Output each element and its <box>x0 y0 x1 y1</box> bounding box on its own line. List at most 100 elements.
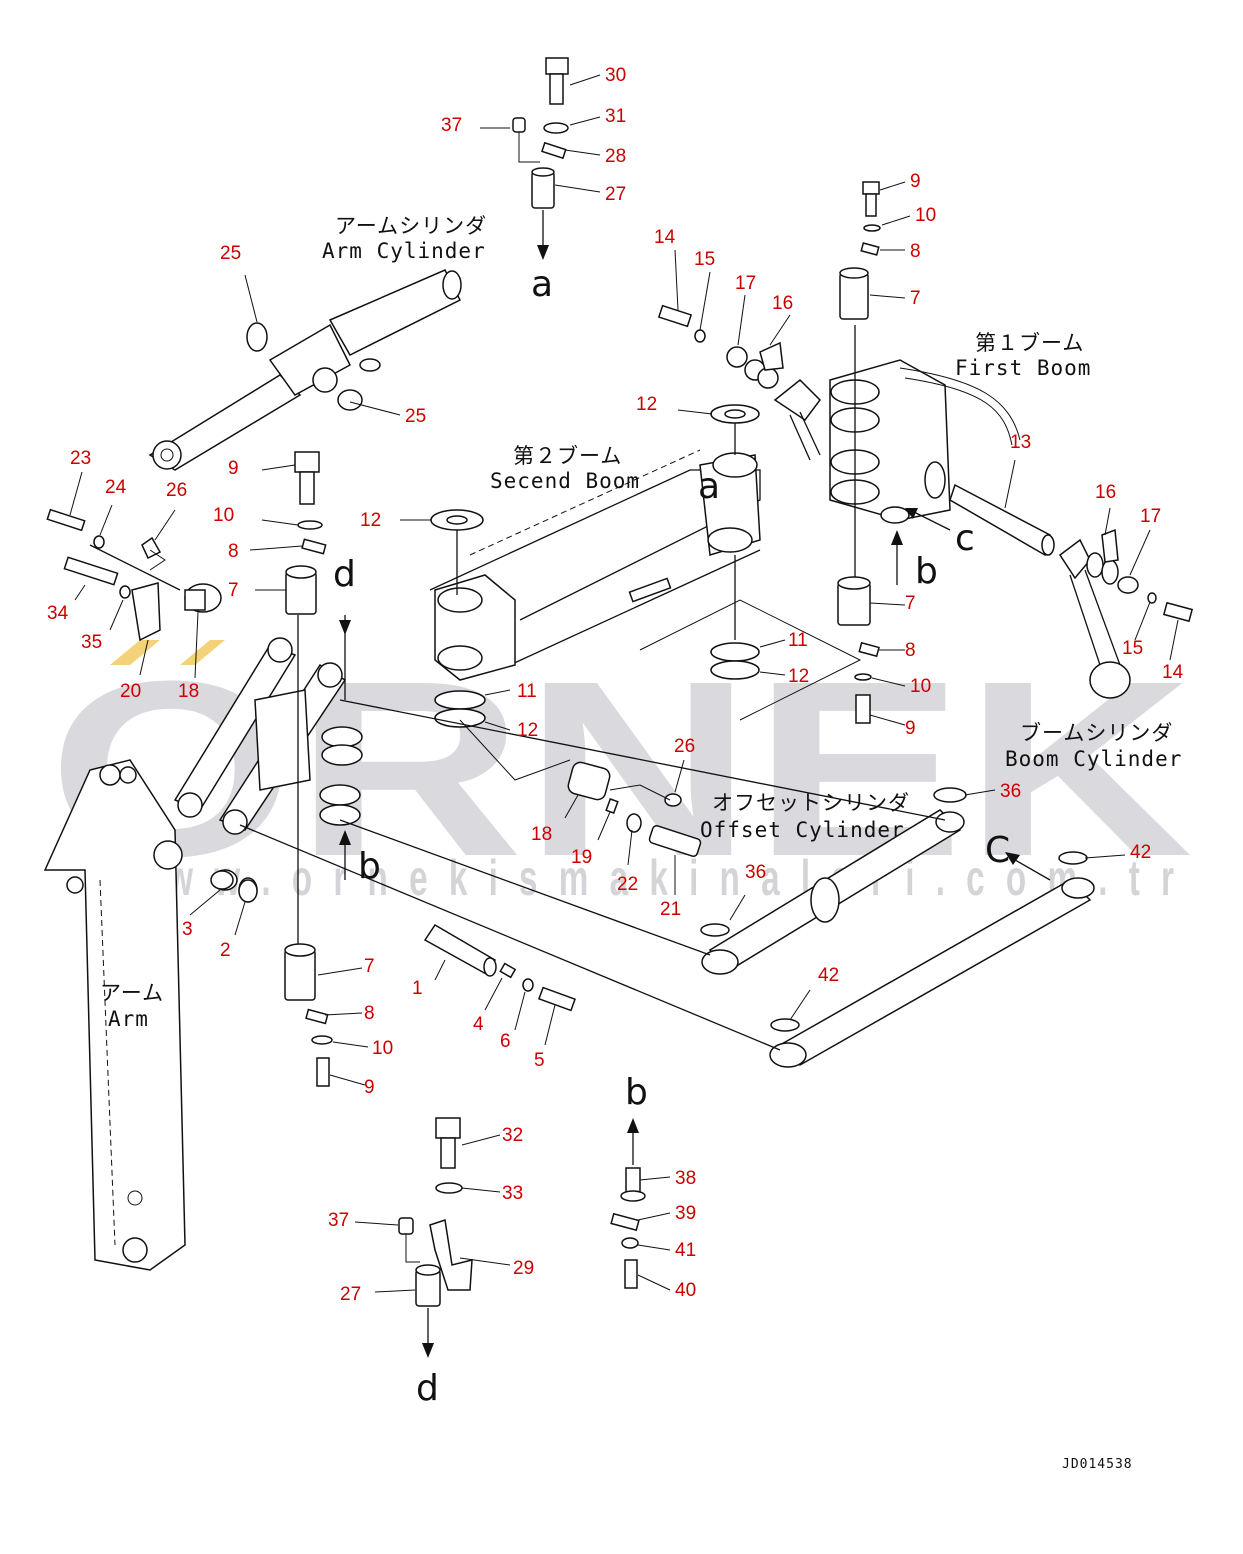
part-number: 9 <box>364 1077 375 1098</box>
view-letter-c-boom: c <box>955 518 975 559</box>
part-number: 11 <box>788 630 808 651</box>
part-number: 12 <box>788 666 809 687</box>
part-number: 15 <box>1122 638 1143 659</box>
part-number: 36 <box>745 862 766 883</box>
arm-link-top-pin <box>285 451 327 945</box>
second-boom-washers <box>430 404 862 728</box>
part-number: 5 <box>534 1050 545 1071</box>
boom-cylinder-label-jp: ブームシリンダ <box>1020 721 1173 745</box>
part-number: 10 <box>910 676 931 697</box>
view-letter-d-bottom: d <box>416 1368 439 1409</box>
part-number: 13 <box>1010 432 1031 453</box>
part-number: 31 <box>605 106 626 127</box>
part-number: 14 <box>654 227 676 248</box>
first-boom <box>773 325 1021 590</box>
part-numbers: 30 31 37 28 27 9 10 8 7 14 15 17 16 25 2… <box>47 65 1184 1305</box>
boom-cylinder-label-en: Boom Cylinder <box>1005 747 1182 771</box>
part-number: 8 <box>364 1003 375 1024</box>
part-number: 24 <box>105 477 127 498</box>
first-boom-top-pin <box>839 181 881 320</box>
second-boom-label-en: Secend Boom <box>490 469 640 493</box>
part-number: 40 <box>675 1280 696 1301</box>
part-number: 26 <box>674 736 695 757</box>
top-pin-assembly <box>512 57 569 260</box>
part-number: 38 <box>675 1168 696 1189</box>
view-letter-c-rod: C <box>985 830 1010 871</box>
first-boom-side-bolts <box>657 304 784 389</box>
second-boom <box>429 449 761 681</box>
part-number: 27 <box>340 1284 361 1305</box>
part-number: 29 <box>513 1258 534 1279</box>
boom-link-rod <box>239 824 1095 1068</box>
arm <box>43 615 363 1271</box>
view-letter-b-arm: b <box>358 846 381 887</box>
part-number: 1 <box>412 978 423 999</box>
part-number: 15 <box>694 249 715 270</box>
part-number: 9 <box>910 171 921 192</box>
line-art <box>43 57 1194 1358</box>
part-number: 39 <box>675 1203 696 1224</box>
first-boom-label-en: First Boom <box>955 356 1091 380</box>
second-boom-label-jp: 第２ブーム <box>513 444 622 468</box>
part-number: 17 <box>735 273 756 294</box>
part-number: 17 <box>1140 506 1161 527</box>
watermark: ORNEK w w w . o r n e k i s m a k i n a … <box>48 629 1193 908</box>
watermark-brand: ORNEK <box>48 629 1193 908</box>
arm-cylinder-label-jp: アームシリンダ <box>335 214 487 238</box>
part-number: 2 <box>220 940 231 961</box>
arm-cylinder <box>148 269 462 471</box>
part-number: 11 <box>517 681 537 702</box>
arm-cylinder-label-en: Arm Cylinder <box>322 239 486 263</box>
watermark-url: w w w . o r n e k i s m a k i n a l a r … <box>119 850 1180 906</box>
part-number: 33 <box>502 1183 523 1204</box>
view-letter-b-boom: b <box>915 551 938 592</box>
part-number: 14 <box>1162 662 1184 683</box>
bottom-right-pin-assembly <box>610 1118 646 1289</box>
boom-cylinder <box>949 483 1194 699</box>
part-number: 22 <box>617 874 638 895</box>
part-number: 7 <box>364 956 375 977</box>
part-number: 20 <box>120 681 141 702</box>
part-number: 41 <box>675 1240 696 1261</box>
part-number: 8 <box>910 241 921 262</box>
arm-link-bottom-pin <box>284 943 333 1087</box>
document-id: JD014538 <box>1062 1457 1133 1472</box>
part-number: 32 <box>502 1125 523 1146</box>
arm-pin-1 <box>210 870 576 1012</box>
part-number: 16 <box>772 293 793 314</box>
part-number: 26 <box>166 480 187 501</box>
part-number: 30 <box>605 65 626 86</box>
part-number: 42 <box>1130 842 1151 863</box>
part-number: 3 <box>182 919 193 940</box>
part-number: 6 <box>500 1031 511 1052</box>
view-letter-a-boom: a <box>698 466 720 507</box>
part-number: 8 <box>905 640 916 661</box>
first-boom-label-jp: 第１ブーム <box>975 331 1084 355</box>
part-number: 10 <box>372 1038 393 1059</box>
arm-side-parts <box>46 508 222 642</box>
arm-label-en: Arm <box>108 1007 149 1031</box>
part-number: 25 <box>405 406 426 427</box>
part-number: 10 <box>915 205 936 226</box>
part-number: 23 <box>70 448 91 469</box>
view-letter-b-bottom: b <box>625 1072 648 1113</box>
part-number: 10 <box>213 505 234 526</box>
part-number: 9 <box>905 718 916 739</box>
part-number: 37 <box>441 115 462 136</box>
part-number: 12 <box>360 510 381 531</box>
arm-label-jp: アーム <box>100 981 164 1005</box>
component-labels: アームシリンダ Arm Cylinder 第１ブーム First Boom 第２… <box>100 214 1182 1031</box>
part-number: 19 <box>571 847 592 868</box>
part-number: 8 <box>228 541 239 562</box>
part-number: 7 <box>910 288 921 309</box>
part-number: 7 <box>228 580 239 601</box>
part-number: 35 <box>81 632 102 653</box>
part-number: 21 <box>660 899 681 920</box>
part-number: 18 <box>178 681 199 702</box>
view-letters: a a d d b b b c C <box>333 264 1010 1409</box>
offset-cylinder <box>339 699 967 975</box>
part-number: 7 <box>905 593 916 614</box>
part-number: 16 <box>1095 482 1116 503</box>
part-number: 18 <box>531 824 552 845</box>
